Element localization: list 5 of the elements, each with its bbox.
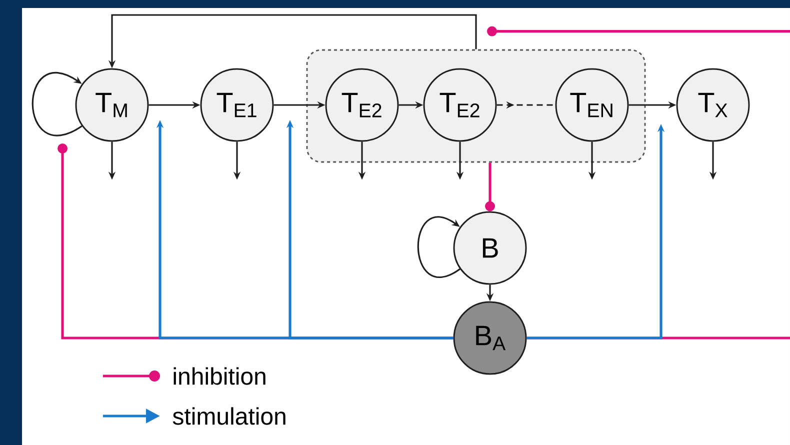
inhibition-line [485, 162, 495, 212]
legend-text: inhibition [174, 367, 266, 385]
legend-text: stimulation [172, 407, 286, 425]
loop-arrow [417, 216, 460, 278]
loop-arrow [32, 72, 82, 136]
